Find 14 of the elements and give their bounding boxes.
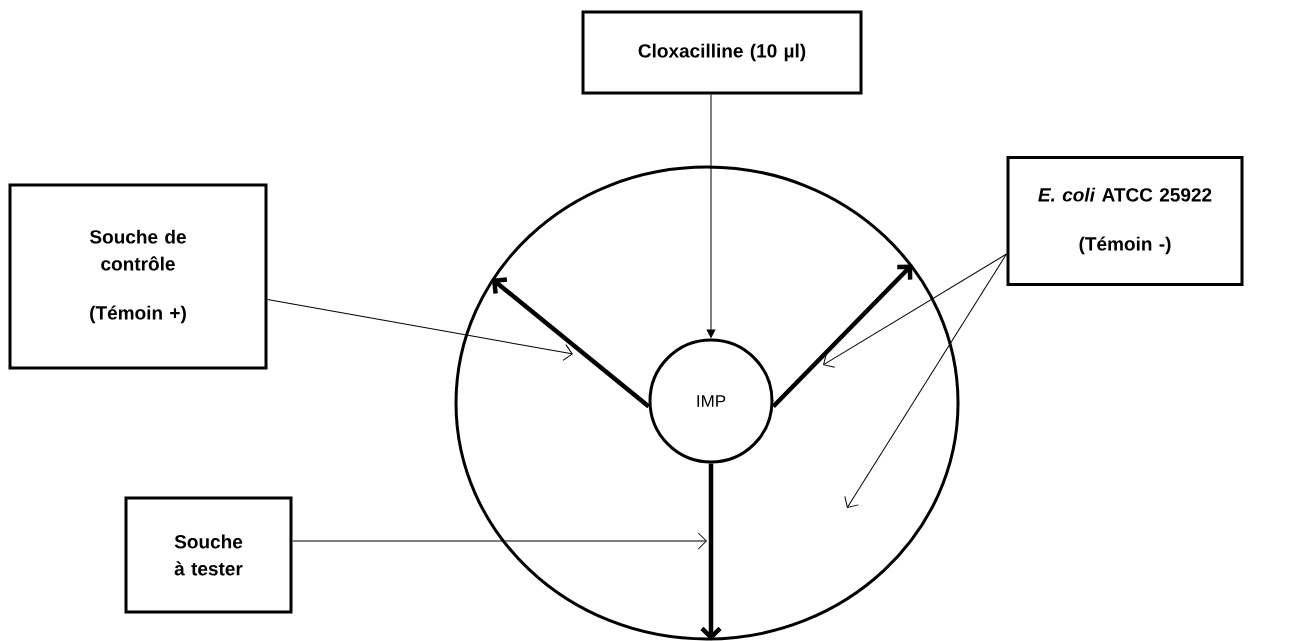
label-box: E. coli ATCC 25922 (Témoin -) bbox=[1006, 156, 1244, 286]
label-box: Souche de contrôle (Témoin +) bbox=[8, 183, 268, 370]
leader-arrow bbox=[844, 253, 1007, 508]
label-box: Souche à tester bbox=[124, 496, 293, 614]
streak-arrow bbox=[491, 277, 651, 409]
leader-arrow bbox=[267, 299, 573, 361]
label-box: Cloxacilline (10 µl) bbox=[581, 10, 863, 95]
leader-arrow bbox=[823, 253, 1007, 368]
petri-dish bbox=[454, 165, 960, 641]
streak-arrow bbox=[700, 463, 722, 641]
leader-arrow bbox=[292, 532, 707, 550]
arrow bbox=[706, 94, 716, 338]
streak-arrow bbox=[771, 264, 913, 409]
antibiotic-disc: IMP bbox=[648, 338, 774, 464]
